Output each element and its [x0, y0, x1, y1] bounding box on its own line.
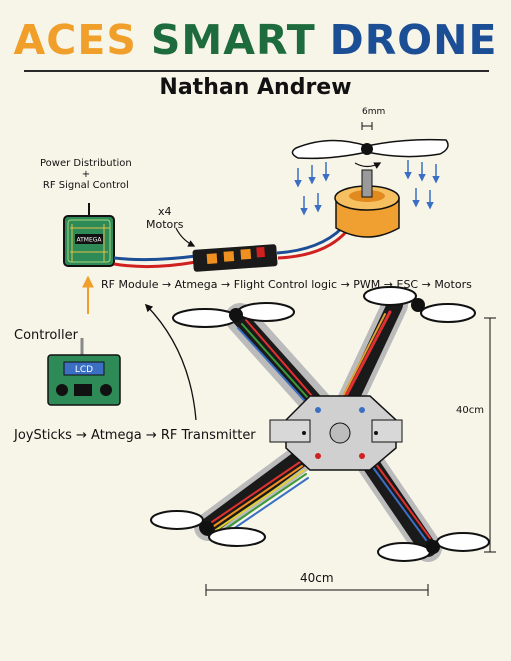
title-word-aces: ACES [13, 16, 137, 64]
flight-controller-board: ATMEGA [63, 203, 115, 267]
chip-label: ATMEGA [76, 237, 102, 244]
center-plate [269, 395, 403, 471]
title-word-smart: SMART [150, 16, 316, 64]
motor-count-text: x4 [158, 205, 172, 218]
propeller-rear-left [150, 510, 266, 547]
motors-label: x4 Motors [146, 205, 184, 231]
power-distribution-label: Power Distribution + RF Signal Control [40, 158, 132, 191]
title-underline [24, 70, 489, 72]
propeller-front-right [363, 286, 476, 323]
atmega-chip [75, 234, 103, 244]
controller-label: Controller [14, 328, 78, 343]
left-joystick [56, 384, 68, 396]
rf-signal-text: RF Signal Control [42, 180, 129, 191]
quadcopter-frame [150, 286, 490, 562]
height-dimension-label: 40cm [456, 405, 484, 416]
title-word-drone: DRONE [329, 16, 498, 64]
width-dimension-label: 40cm [300, 571, 334, 585]
shaft-dimension-label: 6mm [362, 107, 386, 117]
remote-controller: LCD [47, 338, 121, 406]
right-joystick [100, 384, 112, 396]
motor [291, 122, 449, 238]
propeller-front-left [172, 302, 295, 328]
plus-text: + [81, 169, 91, 180]
dimension-lines [205, 317, 496, 596]
page-title: ACES SMART DRONE [0, 14, 511, 66]
lcd-screen [63, 361, 105, 376]
esc-module [192, 244, 278, 272]
power-distribution-text: Power Distribution [40, 158, 132, 169]
airflow-arrows [294, 160, 440, 216]
flight-flow-label: RF Module → Atmega → Flight Control logi… [101, 278, 472, 291]
lcd-label: LCD [75, 365, 93, 375]
author-name: Nathan Andrew [159, 75, 352, 100]
motors-text: Motors [146, 218, 184, 231]
joystick-flow-label: JoySticks → Atmega → RF Transmitter [14, 428, 256, 443]
motor-propeller [291, 138, 449, 160]
propeller-rear-right [377, 532, 490, 562]
